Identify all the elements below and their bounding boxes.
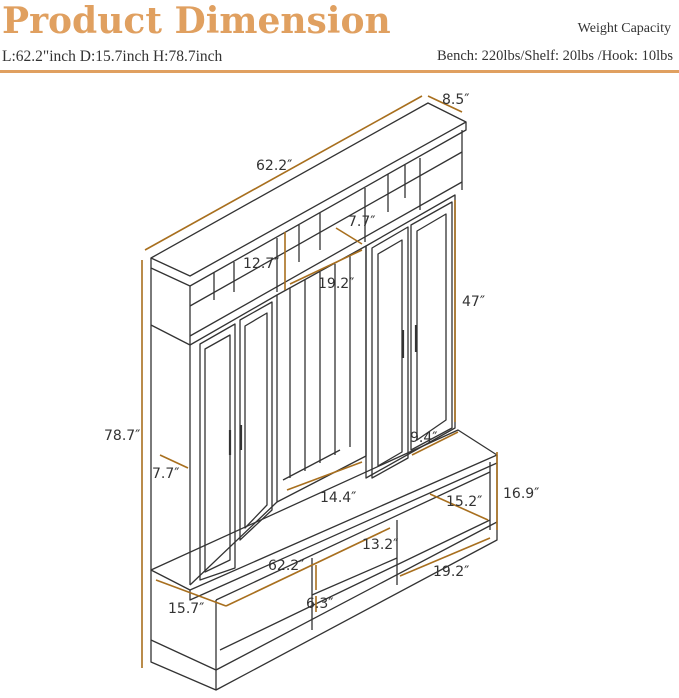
hook-width-label: 14.4″	[320, 490, 356, 506]
header-divider	[0, 70, 679, 73]
top-depth-label: 8.5″	[442, 92, 470, 108]
shelf-depth-label: 15.2″	[446, 494, 482, 510]
dimension-lines	[141, 95, 498, 668]
right-shelf-width-label: 19.2″	[433, 564, 469, 580]
left-cabinet	[150, 268, 191, 585]
top-length-label: 62.2″	[256, 158, 292, 174]
right-cabinet	[365, 194, 456, 479]
top-panel-front	[150, 122, 467, 287]
bench-length-label: 62.2″	[268, 558, 304, 574]
overall-dimensions: L:62.2"inch D:15.7inch H:78.7inch	[2, 48, 223, 65]
dimension-labels: 8.5″ 62.2″ 7.7″ 12.7″ 19.2″ 47″ 78.7″ 7.…	[104, 92, 539, 617]
cabinet-depth-label: 9.4″	[410, 430, 438, 446]
hutch-front	[189, 181, 463, 337]
drawer-height-label: 6.3″	[306, 596, 334, 612]
center-width-label: 19.2″	[318, 276, 354, 292]
page-title: Product Dimension	[2, 0, 391, 42]
cabinet-height-label: 47″	[462, 294, 485, 310]
side-depth-label: 7.7″	[152, 466, 180, 482]
top-panel	[150, 102, 467, 277]
bench-depth-label: 15.7″	[168, 601, 204, 617]
center-drawer-width-label: 13.2″	[362, 537, 398, 553]
weight-capacity-values: Bench: 220lbs/Shelf: 20lbs /Hook: 10lbs	[436, 48, 673, 64]
cubby-height-label: 12.7″	[243, 256, 279, 272]
bench-height-label: 16.9″	[503, 486, 539, 502]
weight-capacity-label: Weight Capacity	[577, 21, 671, 36]
cubby-depth-label: 7.7″	[348, 214, 376, 230]
total-height-label: 78.7″	[104, 428, 140, 444]
